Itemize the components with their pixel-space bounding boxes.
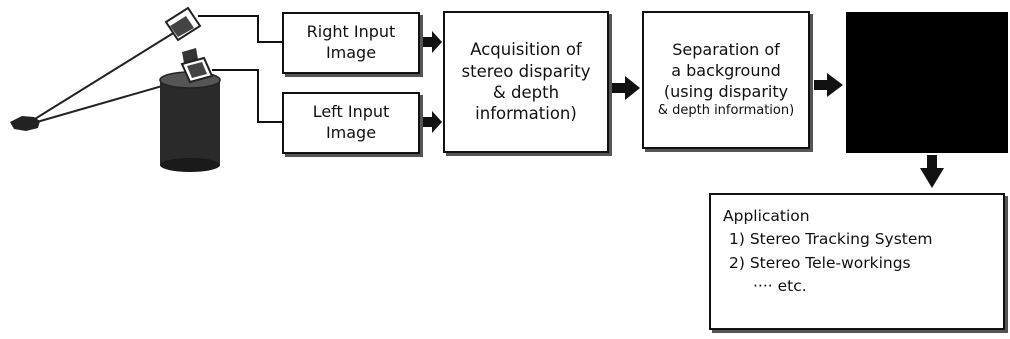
output-black-box bbox=[846, 12, 1008, 153]
right-input-image-box: Right Input Image bbox=[282, 12, 420, 74]
separation-box: Separation of a background (using dispar… bbox=[642, 11, 810, 149]
output-down-arrow-icon bbox=[920, 155, 944, 188]
acquisition-arrow-icon bbox=[612, 76, 640, 100]
right-input-arrow-icon bbox=[422, 31, 442, 53]
application-box: Application 1) Stereo Tracking System 2)… bbox=[709, 193, 1005, 330]
separation-main-text: Separation of a background (using dispar… bbox=[663, 40, 789, 101]
application-item: 1) Stereo Tracking System bbox=[729, 230, 933, 249]
application-title: Application bbox=[723, 207, 810, 225]
stereo-camera-rig-icon bbox=[10, 6, 221, 172]
acquisition-box: Acquisition of stereo disparity & depth … bbox=[443, 11, 609, 153]
separation-small-text: & depth information) bbox=[657, 102, 795, 118]
application-item: ···· etc. bbox=[753, 276, 807, 295]
left-input-image-box: Left Input Image bbox=[282, 92, 420, 154]
application-item: 2) Stereo Tele-workings bbox=[729, 253, 911, 272]
left-input-arrow-icon bbox=[422, 111, 442, 133]
separation-arrow-icon bbox=[814, 73, 843, 97]
